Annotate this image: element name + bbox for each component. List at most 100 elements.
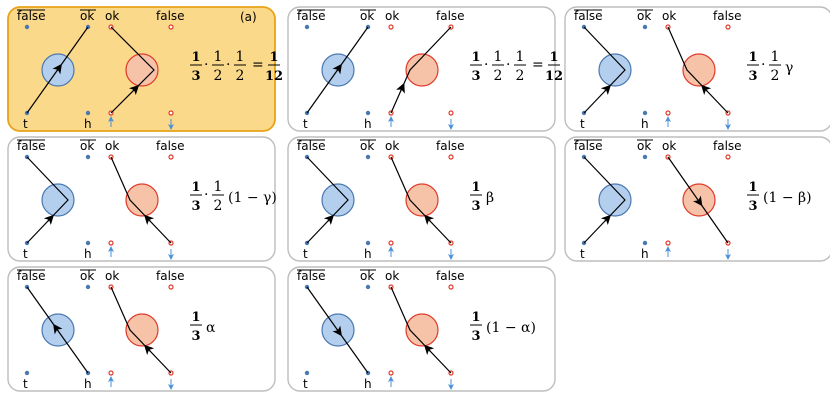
dot-false	[725, 24, 731, 30]
path-arrow	[600, 84, 611, 95]
label-ok-negated: ok	[360, 9, 374, 23]
label-ok: ok	[105, 269, 119, 283]
formula: 13·12·12=112	[190, 49, 283, 84]
frac-num: 1	[494, 49, 503, 65]
frac-num: 1	[214, 179, 223, 195]
path-arrow	[332, 325, 342, 337]
frac-num: 1	[191, 180, 200, 195]
dot-op: ·	[204, 187, 208, 203]
frac-den: 12	[545, 69, 563, 84]
path-arrow	[692, 195, 703, 207]
red-node	[682, 53, 716, 87]
dot-t	[24, 370, 30, 376]
path-arrow	[53, 323, 63, 335]
dot-ok-bottom	[665, 110, 671, 116]
path-arrow	[600, 214, 611, 225]
dot-false-bottom	[448, 110, 454, 116]
path-line	[390, 156, 452, 244]
dot-ok	[388, 24, 394, 30]
path-arrow	[128, 84, 140, 96]
dot-ok-bottom	[108, 370, 114, 376]
label-false-negated: false	[297, 269, 326, 283]
frac-den: 2	[214, 198, 223, 214]
dot-h	[642, 240, 648, 246]
label-false: false	[713, 9, 742, 23]
panel-tag: (a)	[240, 10, 257, 24]
dot-op: ·	[761, 57, 765, 73]
dot-false	[448, 284, 454, 290]
frac-num: 1	[748, 180, 757, 195]
blue-node	[598, 183, 632, 217]
label-t: t	[23, 117, 28, 131]
label-ok-negated: ok	[637, 9, 651, 23]
dot-h	[365, 110, 371, 116]
label-false-negated: false	[297, 139, 326, 153]
dot-ok-negated	[365, 154, 371, 160]
label-h: h	[641, 247, 649, 261]
label-ok-negated: ok	[80, 269, 94, 283]
eq-op: =	[252, 57, 264, 73]
label-ok: ok	[105, 139, 119, 153]
path-line	[110, 156, 172, 244]
path-arrow	[43, 214, 54, 225]
label-h: h	[84, 247, 92, 261]
red-path	[390, 156, 452, 244]
blue-path	[306, 156, 349, 244]
frac-den: 3	[748, 199, 757, 214]
frac-num: 1	[269, 50, 278, 65]
frac-den: 3	[471, 69, 480, 84]
blue-path	[26, 286, 89, 374]
label-h: h	[641, 117, 649, 131]
label-ok: ok	[105, 9, 119, 23]
path-arrow	[323, 214, 334, 225]
frac-num: 1	[191, 310, 200, 325]
formula: 13(1 − β)	[747, 180, 812, 214]
dot-op: ·	[204, 57, 208, 73]
path-arrow	[424, 344, 435, 355]
blue-path	[583, 156, 626, 244]
formula: 13·12(1 − γ)	[190, 179, 277, 214]
blue-node	[321, 183, 355, 217]
label-ok-negated: ok	[637, 139, 651, 153]
label-t: t	[580, 247, 585, 261]
label-false: false	[436, 9, 465, 23]
label-t: t	[580, 117, 585, 131]
dot-ok-bottom	[108, 240, 114, 246]
label-ok: ok	[385, 269, 399, 283]
frac-num: 1	[516, 49, 525, 65]
dot-ok-bottom	[388, 240, 394, 246]
dot-t	[304, 370, 310, 376]
label-h: h	[364, 377, 372, 391]
label-false-negated: false	[17, 269, 46, 283]
frac-num: 1	[471, 180, 480, 195]
label-false: false	[436, 139, 465, 153]
label-ok: ok	[385, 9, 399, 23]
red-node	[405, 53, 439, 87]
dot-op: ·	[506, 57, 510, 73]
red-node	[125, 53, 159, 87]
dot-ok-negated	[85, 154, 91, 160]
red-node	[125, 313, 159, 347]
label-t: t	[303, 377, 308, 391]
frac-num: 1	[191, 50, 200, 65]
red-path	[110, 156, 172, 244]
label-false-negated: false	[574, 9, 603, 23]
frac-den: 3	[471, 199, 480, 214]
dot-h	[85, 240, 91, 246]
frac-den: 2	[771, 68, 780, 84]
blue-node	[41, 183, 75, 217]
frac-num: 1	[771, 49, 780, 65]
red-path	[110, 286, 172, 374]
frac-num: 1	[549, 50, 558, 65]
label-t: t	[303, 247, 308, 261]
frac-den: 3	[748, 69, 757, 84]
dot-ok-negated	[642, 154, 648, 160]
path-arrow	[424, 214, 435, 225]
frac-den: 3	[191, 199, 200, 214]
label-false: false	[156, 269, 185, 283]
